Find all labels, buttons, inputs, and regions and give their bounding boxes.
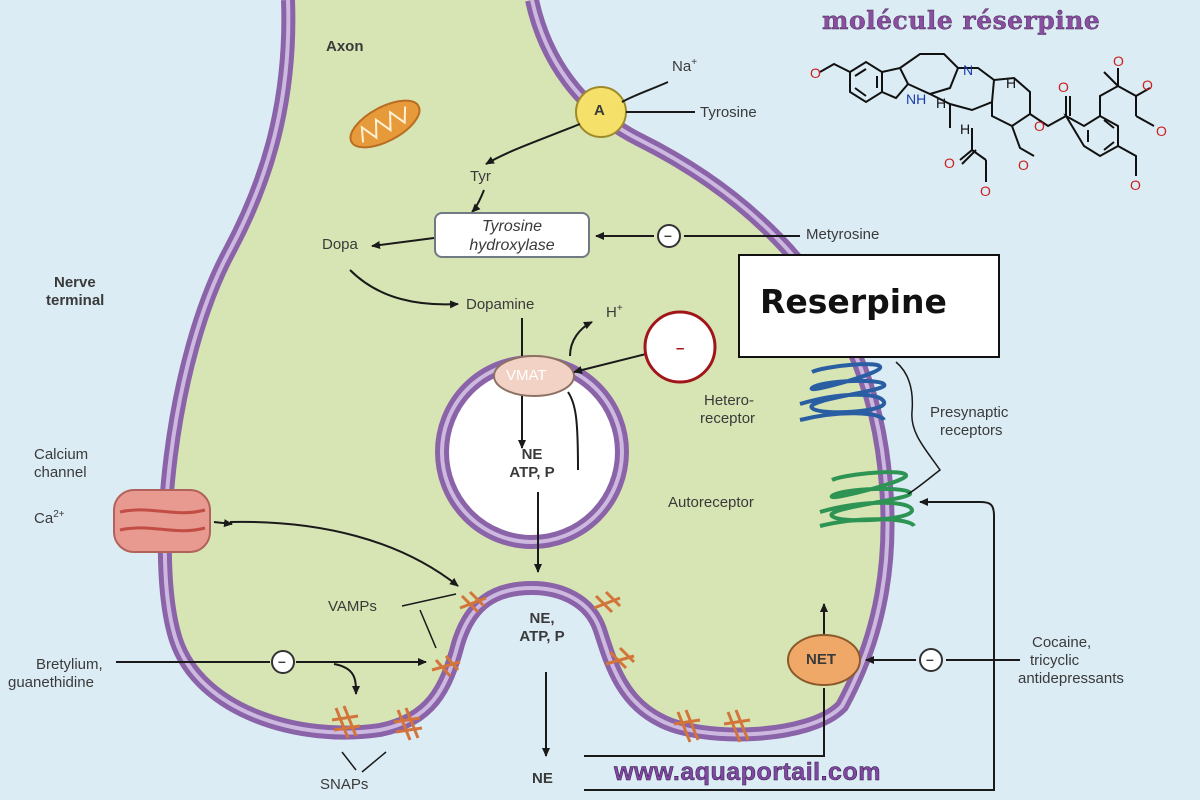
vesicle-atp-label: ATP, P <box>509 464 555 481</box>
vmat-label: VMAT <box>506 367 547 384</box>
heteroreceptor-label-2: receptor <box>700 410 756 427</box>
calcium-channel-label-1: Calcium <box>34 446 89 463</box>
vesicle-ne-label: NE <box>521 446 543 463</box>
ca-label: Ca2+ <box>34 509 65 527</box>
bretylium-inhibit-sign: – <box>278 653 286 669</box>
bretylium-label-1: Bretylium, <box>36 656 103 673</box>
mol-atom-o-8: O <box>1156 123 1167 139</box>
vamps-label: VAMPs <box>328 598 377 615</box>
mol-atom-o-5: O <box>980 183 991 199</box>
mol-atom-o-10: O <box>1113 53 1124 69</box>
cocaine-inhibit-sign: – <box>926 651 934 667</box>
snare-proteins <box>331 590 751 743</box>
mol-atom-n: N <box>963 62 973 78</box>
nerve-terminal-label-2: terminal <box>46 292 105 309</box>
pathway-arrows <box>116 81 1020 791</box>
website-watermark: www.aquaportail.com <box>614 758 881 787</box>
heteroreceptor-label-1: Hetero- <box>704 392 755 409</box>
tyrosine-hydroxylase-box: Tyrosine hydroxylase <box>434 212 590 258</box>
inhibitor-symbols <box>271 224 943 674</box>
axon-label: Axon <box>326 38 364 55</box>
reserpine-inhibition-circle <box>643 310 717 384</box>
presynaptic-label-1: Presynaptic <box>930 404 1009 421</box>
ne-out-label: NE <box>532 770 553 787</box>
mol-atom-h-3: H <box>960 121 970 137</box>
nerve-terminal-label-1: Nerve <box>54 274 96 291</box>
reserpine-callout: Reserpine <box>738 254 1000 358</box>
reserpine-label: Reserpine <box>760 282 947 321</box>
label-brackets <box>341 361 942 773</box>
autoreceptor-label: Autoreceptor <box>668 494 754 511</box>
mol-atom-o-4: O <box>944 155 955 171</box>
cocaine-label-2: tricyclic <box>1030 652 1080 669</box>
mol-atom-nh: NH <box>906 91 926 107</box>
metyrosine-inhibit-sign: – <box>664 227 672 243</box>
dopamine-label: Dopamine <box>466 296 535 313</box>
h-plus-label: H+ <box>606 303 623 321</box>
heteroreceptor <box>799 362 887 422</box>
bretylium-label-2: guanethidine <box>8 674 94 691</box>
net-label: NET <box>806 651 836 668</box>
net-transporter <box>787 634 861 686</box>
dopa-label: Dopa <box>322 236 358 253</box>
calcium-channel-label-2: channel <box>34 464 87 481</box>
reserpine-molecule-structure <box>819 53 1155 182</box>
mol-atom-h-1: H <box>1006 75 1016 91</box>
mol-atom-o-9: O <box>1130 177 1141 193</box>
vmat-transporter <box>493 355 575 397</box>
release-atp-label: ATP, P <box>519 628 565 645</box>
mol-atom-h-2: H <box>936 95 946 111</box>
autoreceptor <box>819 470 916 528</box>
mol-atom-o-6: O <box>1018 157 1029 173</box>
mol-atom-o-2: O <box>1034 118 1045 134</box>
calcium-channel <box>113 489 211 553</box>
mol-atom-o-1: O <box>810 65 821 81</box>
molecule-heteroatoms: NH N O O O O O O O O O O H H H <box>810 53 1167 199</box>
mitochondrion <box>349 99 421 149</box>
cocaine-label-3: antidepressants <box>1018 670 1124 687</box>
snaps-label: SNAPs <box>320 776 369 793</box>
presynaptic-label-2: receptors <box>940 422 1003 439</box>
tyrosine-label: Tyrosine <box>700 104 757 121</box>
tyrosine-hydroxylase-line2: hydroxylase <box>469 237 555 254</box>
na-label: Na+ <box>672 57 698 75</box>
reserpine-inhibit-sign: – <box>676 340 685 357</box>
a-transporter-label: A <box>594 102 605 119</box>
cocaine-label-1: Cocaine, <box>1032 634 1092 651</box>
tyrosine-hydroxylase-line1: Tyrosine <box>481 218 543 235</box>
release-ne-label: NE, <box>529 610 555 627</box>
mol-atom-o-7: O <box>1142 77 1153 93</box>
mol-atom-o-3: O <box>1058 79 1069 95</box>
tyr-label: Tyr <box>470 168 491 185</box>
molecule-title: molécule réserpine <box>822 6 1101 35</box>
metyrosine-label: Metyrosine <box>806 226 880 243</box>
